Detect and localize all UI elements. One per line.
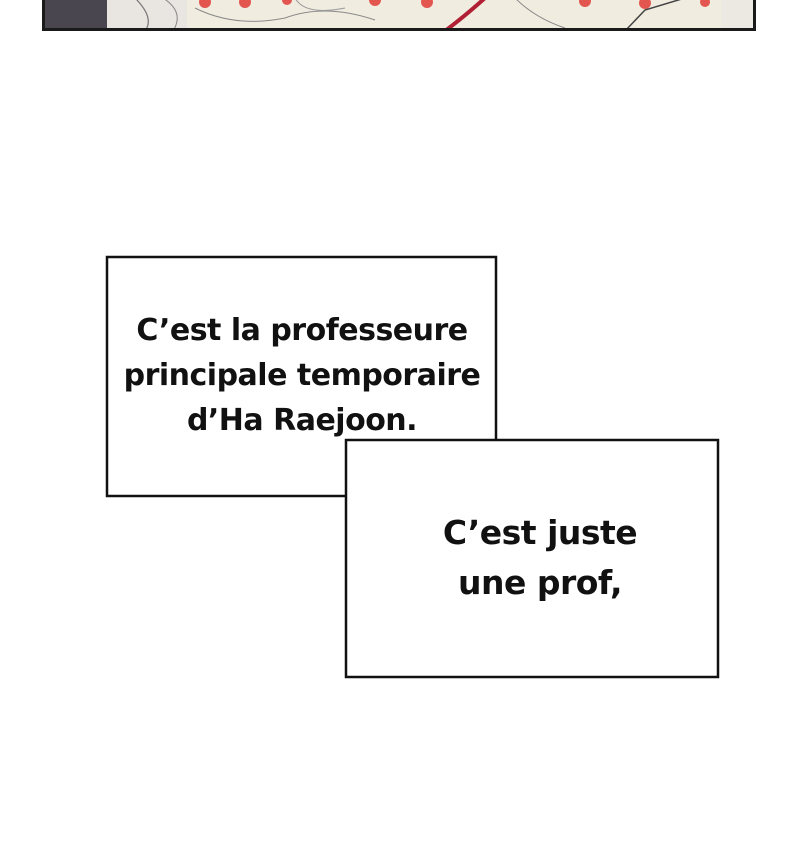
caption-2-line-2: une prof, (457, 563, 623, 602)
caption-1-text: C’est la professeure principale temporai… (118, 308, 486, 443)
caption-1-line-3: d’Ha Raejoon. (186, 403, 418, 438)
caption-1-line-1: C’est la professeure (136, 313, 468, 348)
previous-panel-bottom-edge (42, 0, 756, 31)
caption-1-line-2: principale temporaire (123, 358, 481, 393)
caption-box-overlap-fill (347, 441, 495, 495)
panel-illustration (45, 0, 753, 28)
caption-2-text: C’est juste une prof, (400, 508, 680, 608)
caption-2-line-1: C’est juste (442, 513, 638, 552)
